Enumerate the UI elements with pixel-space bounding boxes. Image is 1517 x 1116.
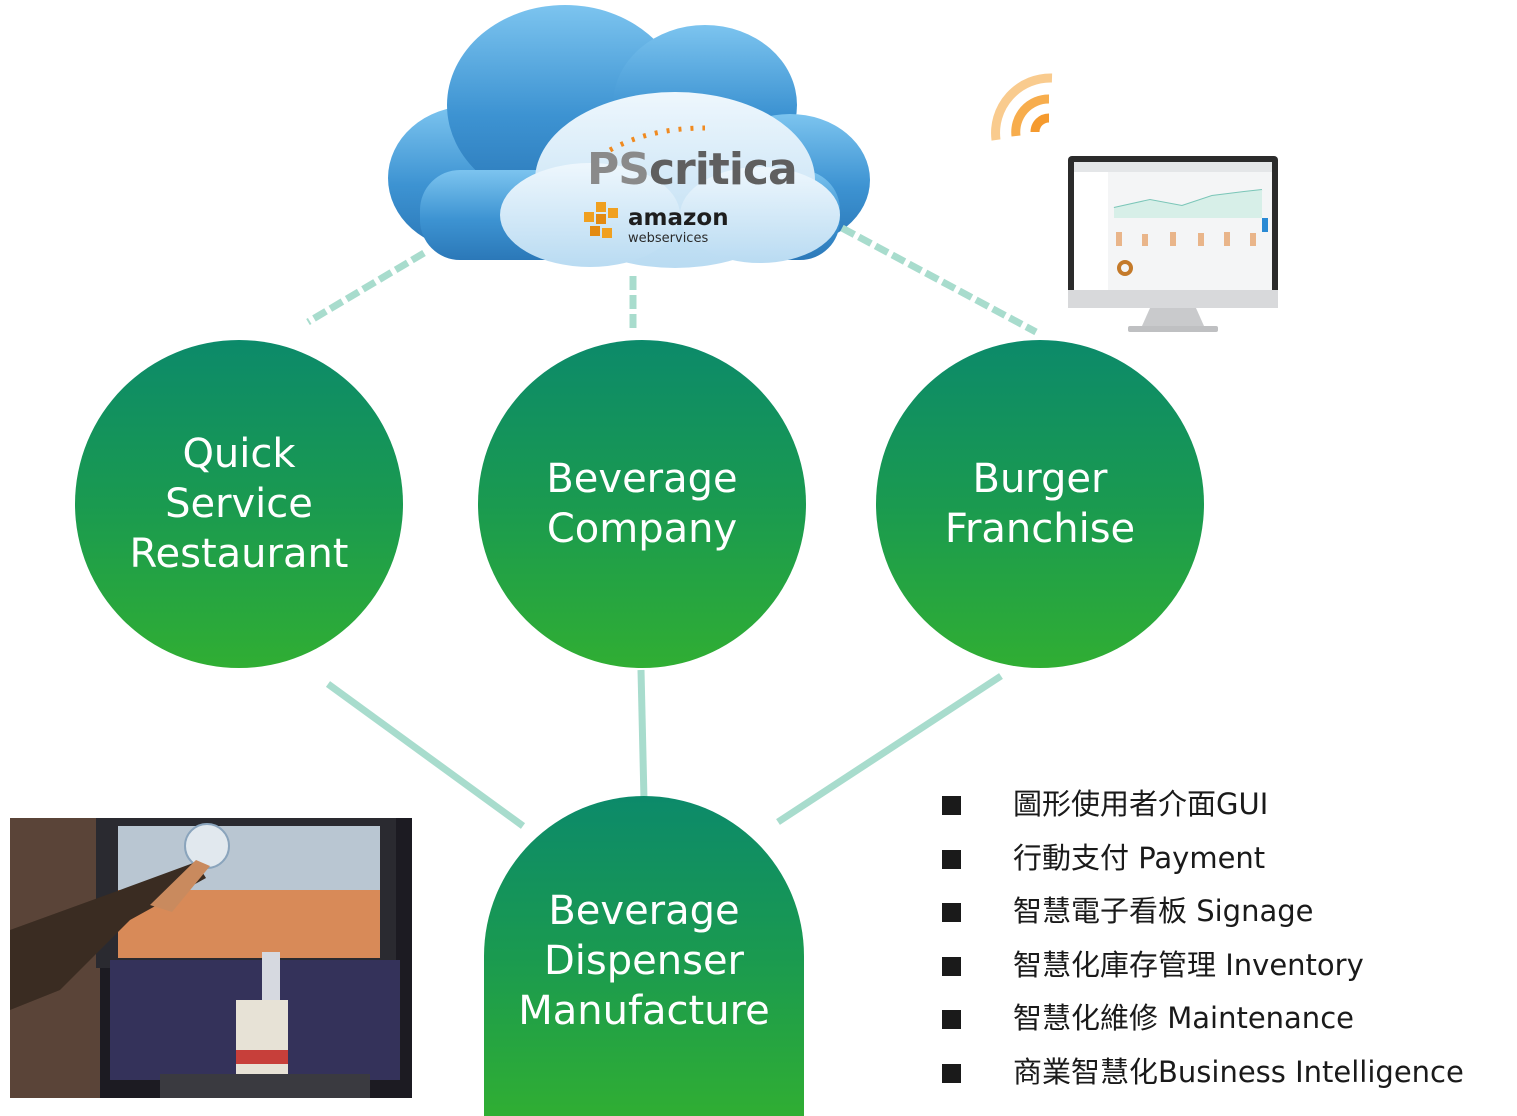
link-cloud-burger-franchise bbox=[840, 224, 1038, 336]
aws-logo-line1: amazon bbox=[628, 205, 729, 231]
feature-list: 圖形使用者介面GUI 行動支付 Payment 智慧電子看板 Signage 智… bbox=[942, 778, 1464, 1099]
beverage-dispenser-photo bbox=[10, 818, 412, 1098]
node-label: Burger Franchise bbox=[944, 456, 1136, 552]
link-burger-franchise-dispenser bbox=[776, 673, 1003, 825]
node-label: Beverage Company bbox=[546, 456, 738, 552]
node-burger-franchise: Burger Franchise bbox=[876, 340, 1204, 668]
square-bullet-icon bbox=[942, 956, 961, 976]
pscritica-logo: PScritica bbox=[587, 144, 798, 195]
feature-text: 智慧化維修 Maintenance bbox=[1013, 1001, 1354, 1035]
aws-logo-mark bbox=[584, 202, 620, 242]
pscritica-logo-suffix: critica bbox=[648, 144, 798, 195]
feature-item: 圖形使用者介面GUI bbox=[942, 778, 1464, 832]
aws-logo-line2: webservices bbox=[628, 231, 709, 246]
monitor-dashboard-icon bbox=[1068, 156, 1278, 332]
feature-text: 行動支付 Payment bbox=[1013, 840, 1266, 875]
node-quick-service-restaurant: Quick Service Restaurant bbox=[75, 340, 403, 668]
node-label: Quick Service Restaurant bbox=[129, 431, 349, 577]
node-label: Beverage Dispenser Manufacture bbox=[518, 888, 770, 1034]
square-bullet-icon bbox=[942, 903, 961, 922]
square-bullet-icon bbox=[942, 1063, 961, 1083]
link-quick-service-dispenser bbox=[325, 681, 526, 829]
link-cloud-quick-service bbox=[306, 249, 426, 326]
link-beverage-company-dispenser bbox=[637, 669, 648, 801]
square-bullet-icon bbox=[942, 796, 961, 815]
cloud-icon bbox=[388, 5, 870, 268]
feature-text: 圖形使用者介面GUI bbox=[1013, 787, 1269, 821]
feature-item: 行動支付 Payment bbox=[942, 832, 1464, 886]
feature-text: 智慧電子看板 Signage bbox=[1013, 894, 1314, 928]
node-beverage-dispenser-manufacture: Beverage Dispenser Manufacture bbox=[484, 796, 804, 1116]
feature-item: 商業智慧化Business Intelligence bbox=[942, 1046, 1464, 1100]
node-beverage-company: Beverage Company bbox=[478, 340, 806, 668]
wifi-signal-icon bbox=[991, 73, 1053, 141]
feature-text: 商業智慧化Business Intelligence bbox=[1013, 1054, 1464, 1089]
feature-item: 智慧電子看板 Signage bbox=[942, 885, 1464, 939]
pscritica-logo-prefix: PS bbox=[587, 144, 650, 195]
feature-text: 智慧化庫存管理 Inventory bbox=[1013, 947, 1364, 982]
feature-item: 智慧化庫存管理 Inventory bbox=[942, 939, 1464, 993]
square-bullet-icon bbox=[942, 1010, 961, 1029]
feature-item: 智慧化維修 Maintenance bbox=[942, 992, 1464, 1046]
square-bullet-icon bbox=[942, 849, 961, 869]
